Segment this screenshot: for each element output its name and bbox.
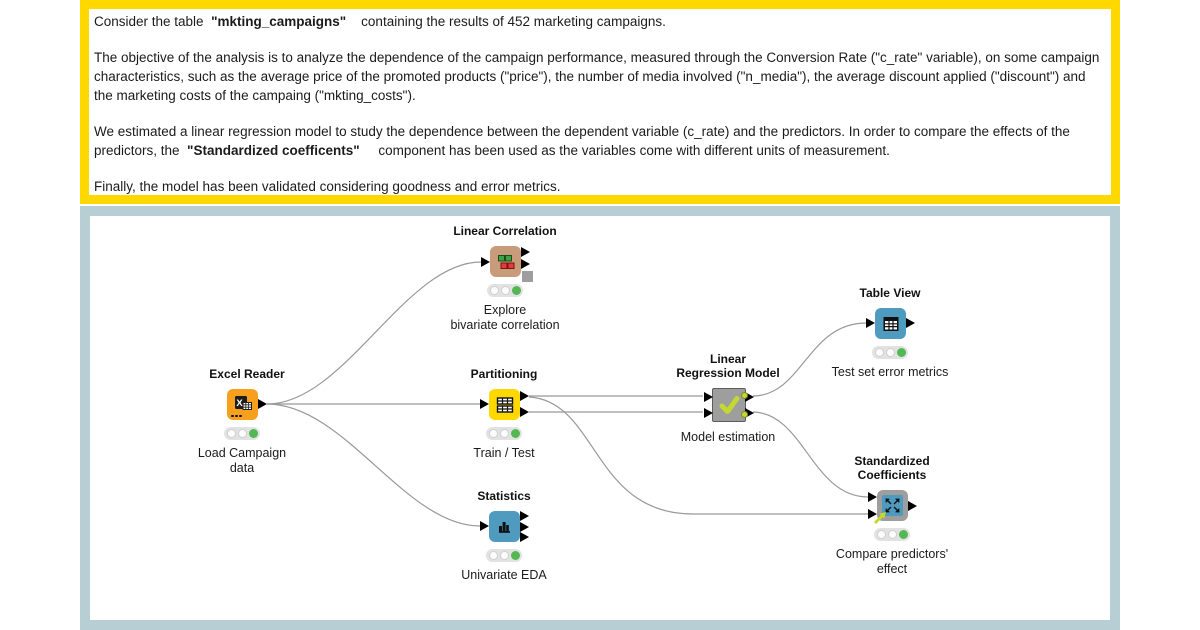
input-port[interactable] (704, 392, 713, 402)
input-port[interactable] (481, 257, 490, 267)
status-dot (248, 429, 258, 438)
connection-model-to-coefficients[interactable] (752, 411, 869, 498)
output-port[interactable] (520, 532, 529, 542)
input-port[interactable] (704, 408, 713, 418)
annotation-paragraph: Consider the table "mkting_campaigns" co… (94, 14, 666, 29)
traffic-light (224, 427, 260, 440)
traffic-light (874, 528, 910, 541)
status-dot (499, 429, 509, 438)
input-port[interactable] (866, 318, 875, 328)
excel-icon: X (234, 395, 252, 410)
status-dot (510, 429, 520, 438)
node-caption: Test set error metrics (831, 365, 949, 379)
node-title: Standardized Coefficients (854, 454, 930, 482)
node-partitioning[interactable] (480, 389, 529, 420)
svg-text:X: X (236, 398, 243, 409)
component-port-dot (741, 411, 748, 418)
output-port[interactable] (906, 318, 915, 328)
output-port[interactable] (520, 521, 529, 532)
status-dot (874, 348, 884, 357)
annotation-paragraph: The objective of the analysis is to anal… (94, 50, 1100, 103)
correlation-matrix-icon (497, 254, 514, 269)
traffic-light (487, 284, 523, 297)
node-title: Excel Reader (209, 367, 285, 381)
status-dot (885, 348, 895, 357)
status-dot (488, 429, 498, 438)
partitioning-icon (496, 396, 513, 413)
node-statistics[interactable] (480, 511, 529, 542)
connection-partitioning-to-coefficients[interactable] (528, 396, 868, 515)
output-port[interactable] (258, 399, 267, 409)
node-caption: Univariate EDA (461, 568, 547, 582)
status-dot (500, 286, 510, 295)
node-title: Statistics (477, 489, 531, 503)
node-standardized-coefficients[interactable] (868, 490, 917, 525)
status-dot (226, 429, 236, 438)
excel-reader-dots-icon (231, 414, 242, 417)
node-caption: Load Campaign data (197, 446, 287, 475)
workflow-annotation[interactable]: Consider the table "mkting_campaigns" co… (80, 0, 1120, 204)
output-port[interactable] (521, 259, 530, 269)
node-caption: Compare predictors' effect (835, 547, 949, 576)
output-port[interactable] (521, 247, 530, 257)
component-arrow-icon (873, 512, 886, 525)
status-dot (499, 551, 509, 560)
connection-excel-to-statistics[interactable] (266, 403, 481, 527)
output-port[interactable] (745, 408, 754, 418)
node-linear-regression-model[interactable] (704, 388, 754, 422)
node-title: Linear Correlation (453, 224, 557, 238)
connection-excel-to-correlation[interactable] (266, 261, 482, 405)
output-port[interactable] (745, 392, 754, 402)
node-caption: Model estimation (680, 430, 776, 444)
status-dot (896, 348, 906, 357)
checkmark-icon (719, 396, 740, 414)
node-title: Table View (859, 286, 921, 300)
node-title: Linear Regression Model (676, 352, 780, 380)
node-linear-correlation[interactable] (481, 246, 533, 282)
status-dot (489, 286, 499, 295)
output-port[interactable] (520, 407, 529, 417)
view-port[interactable] (522, 271, 533, 282)
input-port[interactable] (868, 492, 877, 502)
status-dot (898, 530, 908, 539)
traffic-light (486, 549, 522, 562)
node-excel-reader[interactable]: X (227, 389, 267, 420)
component-port-dot (741, 392, 748, 399)
status-dot (510, 551, 520, 560)
output-port[interactable] (908, 501, 917, 511)
status-dot (488, 551, 498, 560)
status-dot (876, 530, 886, 539)
node-caption: Explore bivariate correlation (450, 303, 560, 332)
table-icon (883, 316, 898, 331)
traffic-light (486, 427, 522, 440)
status-dot (237, 429, 247, 438)
output-port[interactable] (520, 511, 529, 521)
connection-model-to-tableview[interactable] (752, 322, 867, 397)
node-title: Partitioning (470, 367, 538, 381)
histogram-icon (498, 521, 510, 533)
traffic-light (872, 346, 908, 359)
status-dot (887, 530, 897, 539)
input-port[interactable] (480, 399, 489, 409)
annotation-paragraph: We estimated a linear regression model t… (94, 124, 1070, 158)
annotation-paragraph: Finally, the model has been validated co… (94, 179, 561, 194)
node-caption: Train / Test (473, 446, 535, 460)
scatter-arrows-icon (882, 495, 903, 516)
input-port[interactable] (480, 521, 489, 531)
input-port[interactable] (868, 509, 877, 519)
output-port[interactable] (520, 391, 529, 401)
status-dot (511, 286, 521, 295)
node-table-view[interactable] (866, 308, 915, 339)
